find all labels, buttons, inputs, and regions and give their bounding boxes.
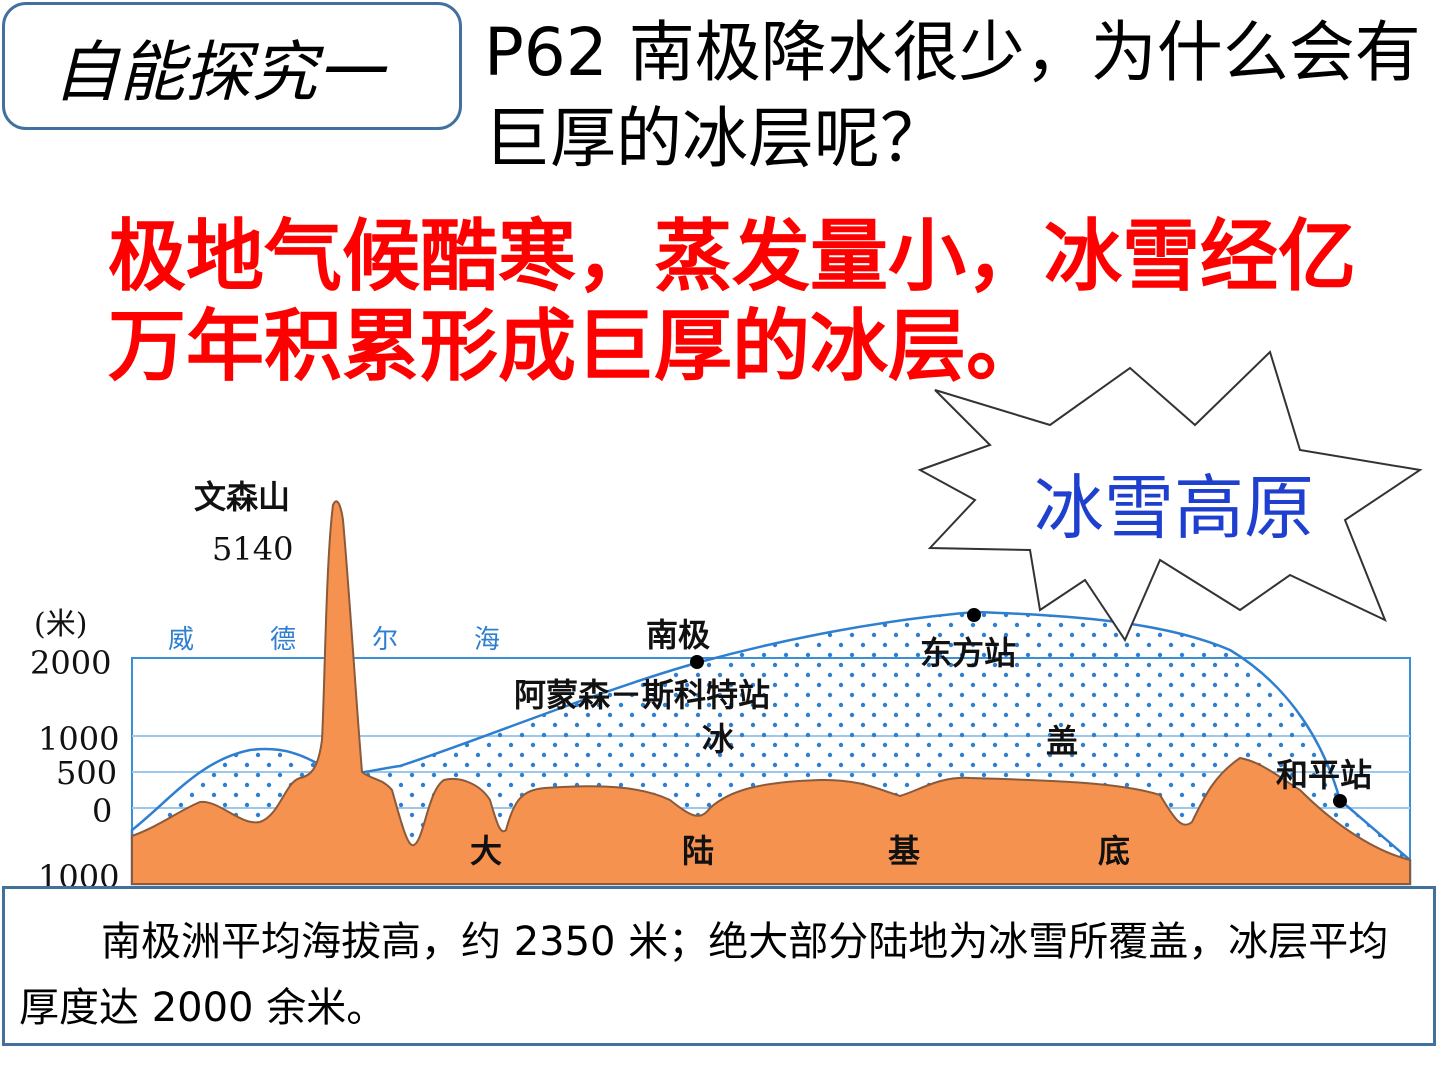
callout-star — [917, 350, 1423, 643]
axis-unit: (米) — [34, 607, 87, 642]
sea-char-4: 海 — [474, 625, 500, 655]
south-pole-marker — [690, 655, 704, 669]
y-tick-1000: 1000 — [38, 720, 119, 758]
mountain-height: 5140 — [212, 530, 293, 568]
mirny-label: 和平站 — [1276, 756, 1372, 794]
y-tick-500: 500 — [56, 754, 117, 792]
section-label-box: 自能探究一 — [2, 2, 462, 130]
sea-char-3: 尔 — [372, 625, 398, 655]
vostok-station-marker — [967, 608, 981, 622]
mountain-name: 文森山 — [194, 478, 290, 516]
question-text: P62 南极降水很少，为什么会有巨厚的冰层呢？ — [484, 14, 1421, 177]
ice-char-1: 冰 — [702, 720, 735, 758]
y-tick-2000: 2000 — [30, 644, 111, 682]
vostok-label: 东方站 — [920, 634, 1016, 672]
bedrock — [131, 500, 1411, 885]
caption-text: 南极洲平均海拔高，约 2350 米；绝大部分陆地为冰雪所覆盖，冰层平均厚度达 2… — [19, 919, 1389, 1031]
bedrock-char-3: 基 — [888, 832, 920, 870]
section-label: 自能探究一 — [53, 34, 383, 111]
bedrock-char-2: 陆 — [682, 832, 714, 870]
sea-char-1: 威 — [168, 625, 194, 655]
y-tick-0: 0 — [92, 792, 112, 830]
caption-box: 南极洲平均海拔高，约 2350 米；绝大部分陆地为冰雪所覆盖，冰层平均厚度达 2… — [2, 886, 1436, 1046]
pole-label: 南极 — [646, 616, 710, 654]
amundsen-label: 阿蒙森－斯科特站 — [514, 676, 770, 714]
bedrock-char-4: 底 — [1098, 832, 1130, 870]
ice-char-2: 盖 — [1046, 722, 1078, 760]
bedrock-char-1: 大 — [470, 832, 502, 870]
callout-text: 冰雪高原 — [1034, 467, 1314, 549]
mirny-station-marker — [1333, 794, 1347, 808]
sea-char-2: 德 — [270, 625, 296, 655]
answer-text: 极地气候酷寒，蒸发量小，冰雪经亿万年积累形成巨厚的冰层。 — [108, 212, 1357, 392]
